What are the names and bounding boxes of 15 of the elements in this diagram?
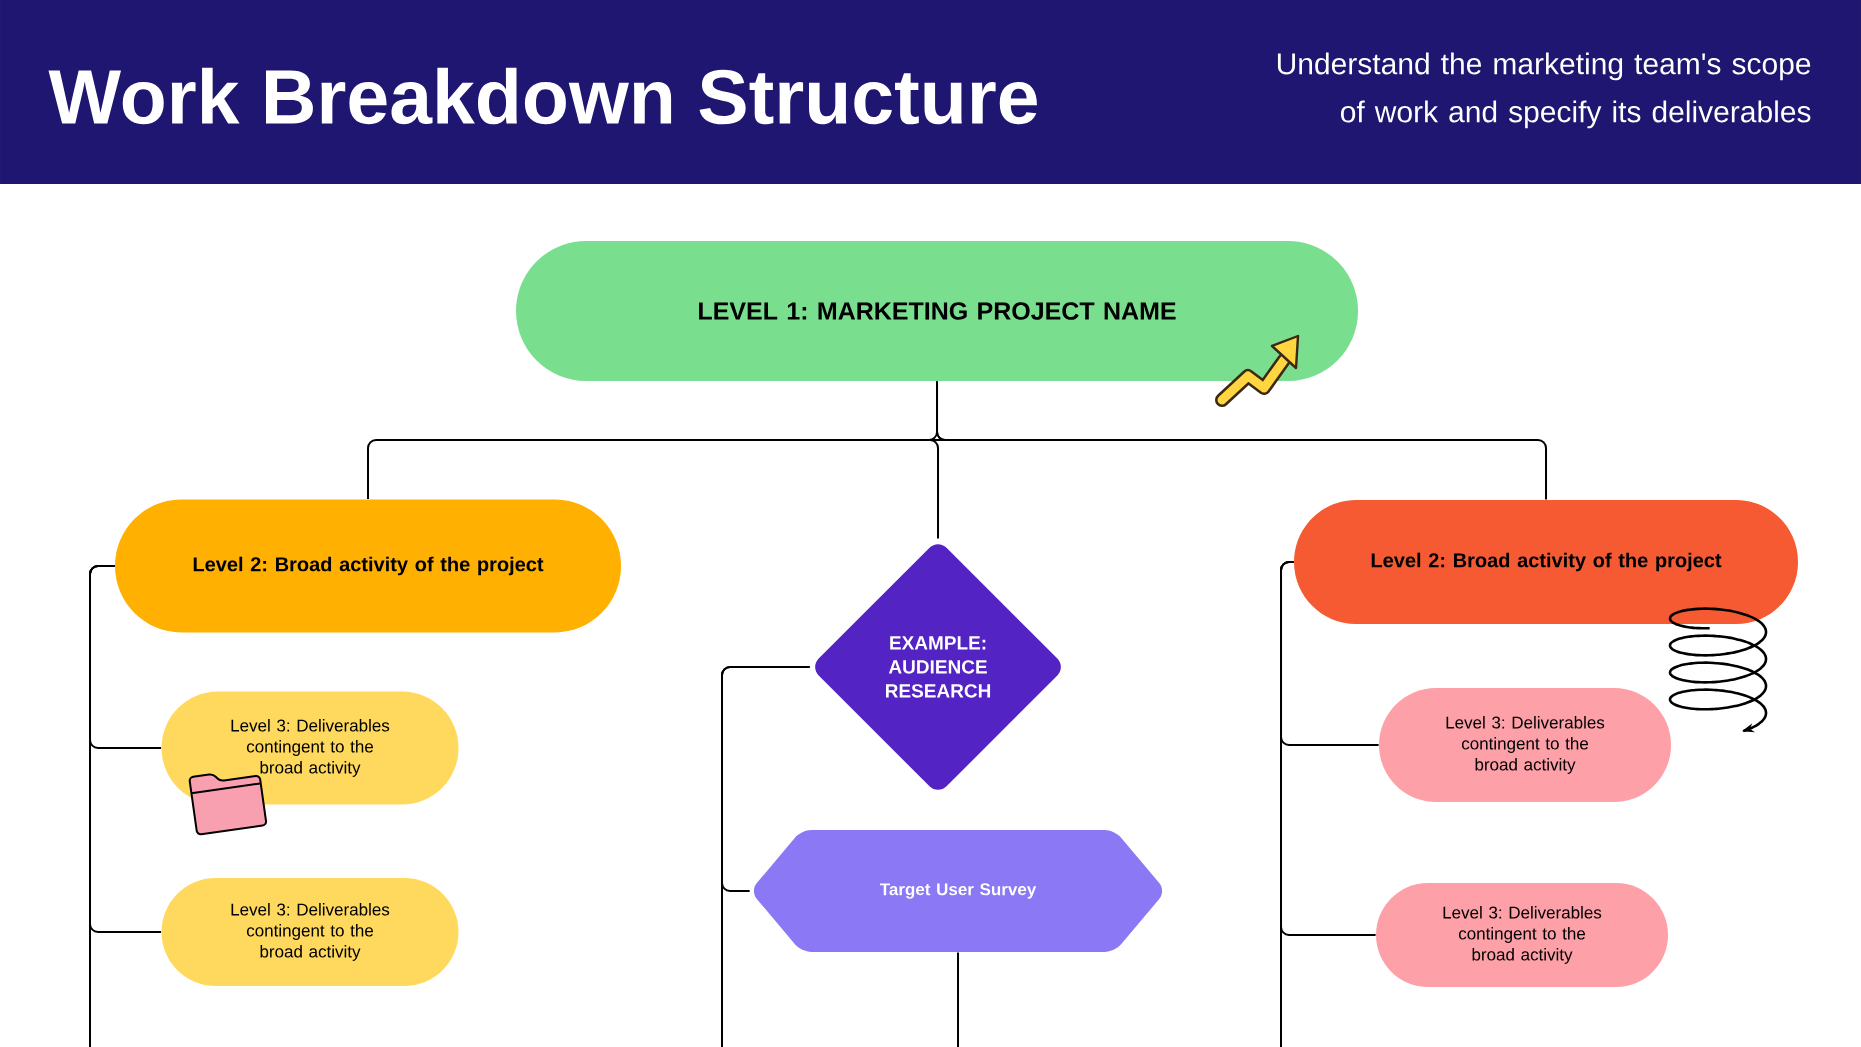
level-three-box: Level 3: Deliverables contingent to the broad activity bbox=[161, 691, 459, 805]
connector bbox=[721, 666, 811, 1047]
connector bbox=[1280, 561, 1295, 1047]
subtitle: Understand the marketing team's scope of work and specify its deliverables bbox=[1277, 52, 1811, 129]
level-two-box: Level 2: Broad activity of the project bbox=[1294, 500, 1798, 624]
connector bbox=[936, 380, 1547, 501]
connector bbox=[89, 565, 116, 1047]
level-three-box: Level 3: Deliverables contingent to the broad activity bbox=[1379, 688, 1671, 802]
level-one-box: LEVEL 1: MARKETING PROJECT NAME bbox=[516, 241, 1358, 381]
level-three-box: Level 3: Deliverables contingent to the broad activity bbox=[161, 878, 459, 986]
title: Work Breakdown Structure bbox=[48, 67, 1037, 125]
level-two-box: Level 2: Broad activity of the project bbox=[115, 499, 621, 633]
hexagon-box: Target User Survey bbox=[753, 830, 1163, 952]
connector bbox=[957, 951, 959, 1047]
level-three-box: Level 3: Deliverables contingent to the broad activity bbox=[1376, 883, 1668, 987]
